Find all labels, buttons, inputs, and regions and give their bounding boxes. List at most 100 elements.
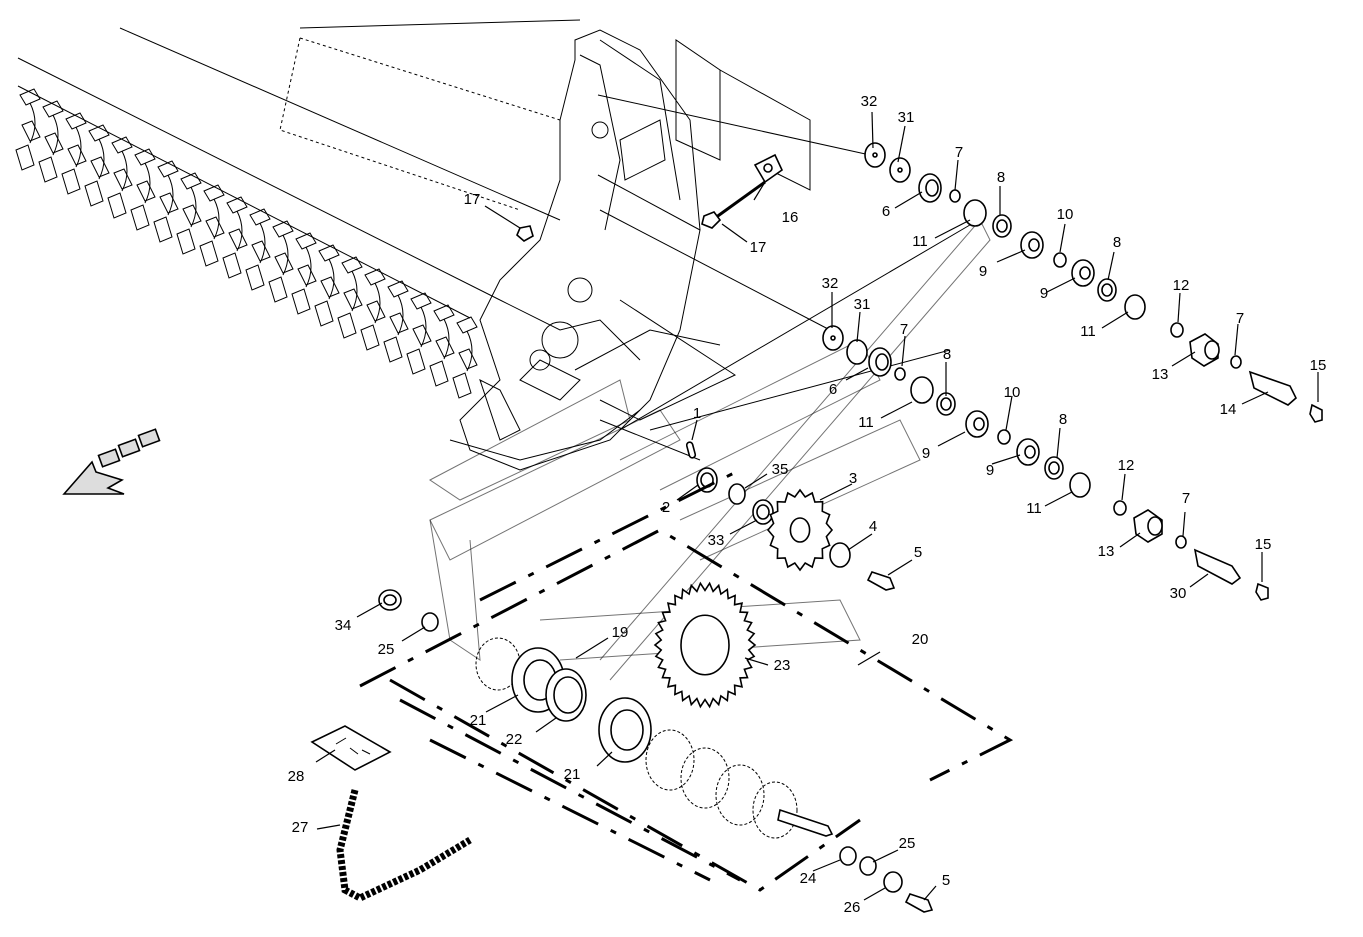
leader-line [1056,427,1061,459]
callout-4: 4 [869,518,877,535]
callout-8: 8 [1113,234,1121,251]
side-frame [449,29,701,471]
callout-6: 6 [882,203,890,220]
callout-32: 32 [822,275,839,292]
callout-26: 26 [844,899,861,916]
callout-27: 27 [292,819,309,836]
bolt-5-lower [904,893,934,913]
callout-11: 11 [1080,323,1096,340]
callout-23: 23 [774,657,791,674]
leader-line [721,223,748,243]
callout-7: 7 [1236,310,1244,327]
callout-35: 35 [772,461,789,478]
leader-line [1046,277,1076,293]
leader-line [1171,351,1196,367]
ring-35 [728,483,746,505]
ring-12-upper [1170,322,1184,338]
lower-shaft-parts [822,325,1269,601]
leader-line [863,887,886,901]
ring-10-lower [997,429,1011,445]
leader-line [1005,395,1013,431]
decal-28 [310,725,392,771]
leader-line [744,657,769,666]
leader-line [1044,491,1073,507]
callout-9: 9 [1040,285,1048,302]
ring-11-lower-b [1069,472,1091,498]
leader-line [1177,292,1181,323]
leader-line [1101,311,1129,329]
washer-31-lower [846,339,868,365]
leader-line [894,191,923,209]
leader-line [887,559,913,576]
callout-6: 6 [829,381,837,398]
leader-line [1121,473,1126,501]
callout-20: 20 [912,631,929,648]
leader-line [871,111,874,149]
chain-27 [336,789,472,902]
callout-3: 3 [849,470,857,487]
washer-26 [883,871,903,893]
slip-clutch-assembly [378,589,934,913]
leader-line [691,419,698,441]
callout-16: 16 [782,209,799,226]
callout-28: 28 [288,768,305,785]
leader-line [535,717,557,733]
callout-14: 14 [1220,401,1237,418]
leader-line [401,626,426,642]
ring-11-upper-b [1124,294,1146,320]
leader-line [847,533,873,551]
sprocket-group [653,441,896,709]
bolt-16-assembly [516,153,784,242]
leader-line [923,885,937,901]
leader-line [596,751,613,767]
leader-line [315,749,336,763]
leader-line [872,849,899,863]
leader-line [856,311,861,343]
callout-12: 12 [1118,457,1135,474]
callout-9: 9 [922,445,930,462]
callout-8: 8 [997,169,1005,186]
callout-1: 1 [693,405,701,422]
leader-line [356,602,383,618]
shaft-14 [1248,370,1297,406]
leader-line [1234,323,1239,356]
callout-9: 9 [986,462,994,479]
callout-31: 31 [898,109,915,126]
plug-15-upper [1309,403,1323,423]
callout-5: 5 [914,544,922,561]
ring-7-lower-b [1175,535,1187,549]
callout-15: 15 [1255,536,1272,553]
callout-32: 32 [861,93,878,110]
leader-line [485,694,519,713]
upper-shaft-parts [864,142,1323,423]
leader-line [954,159,959,191]
callout-17: 17 [750,239,767,256]
explode-axes [574,39,976,461]
ring-25-lower [859,856,877,876]
callout-11: 11 [1026,500,1042,517]
callout-31: 31 [854,296,871,313]
leader-line [484,205,521,229]
leader-line [901,335,906,367]
leader-line [897,125,906,163]
callout-7: 7 [955,144,963,161]
callout-19: 19 [612,624,629,641]
callout-8: 8 [943,346,951,363]
leader-line [729,519,758,535]
leader-line [1182,511,1186,537]
ring-25-upper [421,612,439,632]
callout-25: 25 [378,641,395,658]
leader-line [1119,532,1141,548]
callout-34: 34 [335,617,352,634]
ring-11-lower-a [910,376,934,404]
leader-line [316,824,341,830]
callout-12: 12 [1173,277,1190,294]
leader-line [1189,573,1209,588]
callout-13: 13 [1098,543,1115,560]
callout-33: 33 [708,532,725,549]
callout-21: 21 [564,766,581,783]
callout-21: 21 [470,712,487,729]
callout-11: 11 [912,233,928,250]
ring-10-upper [1053,252,1067,268]
callout-24: 24 [800,870,817,887]
